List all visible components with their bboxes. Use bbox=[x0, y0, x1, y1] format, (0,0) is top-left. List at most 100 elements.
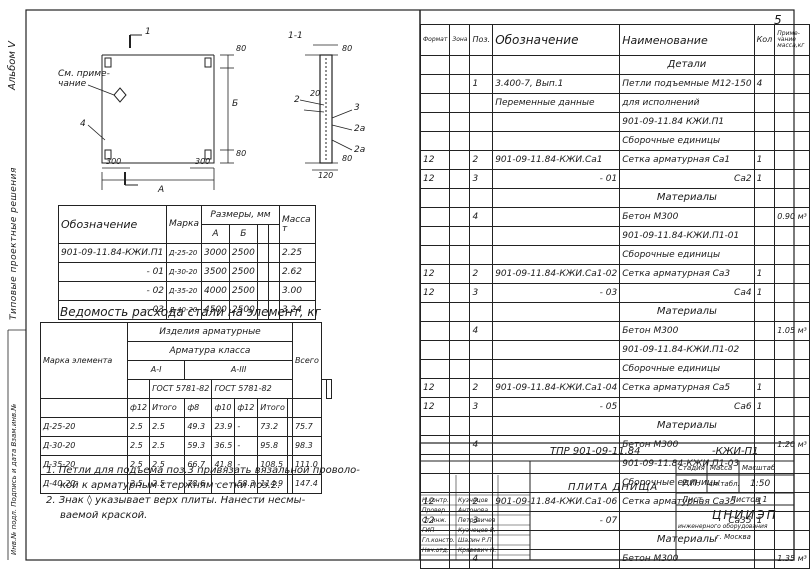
spec-zone-cell bbox=[449, 264, 471, 284]
pos2a-label-1: 2а bbox=[354, 124, 366, 134]
dims-cell: 2500 bbox=[228, 262, 258, 282]
dims-cell: Д-30-20 bbox=[166, 262, 202, 282]
spec-zone-cell bbox=[449, 150, 471, 170]
steel-header-f12b: ф12 bbox=[234, 398, 259, 418]
steel-table: Марка элемента Изделия арматурные Всего … bbox=[40, 322, 333, 494]
spec-note-cell bbox=[774, 359, 810, 379]
spec-note-cell bbox=[774, 55, 810, 75]
steel-cell: 36.5 bbox=[211, 436, 236, 456]
dims-cell: 3000 bbox=[201, 243, 230, 263]
steel-cell: 75.7 bbox=[291, 417, 322, 437]
spec-name-cell: Са6 bbox=[619, 397, 755, 417]
org-name: ЦНИИЭП bbox=[712, 508, 778, 522]
doc-suffix: -КЖИ-П1 bbox=[712, 446, 759, 457]
spec-name-cell: Сетка арматурная Са5 bbox=[619, 378, 755, 398]
spec-pos-cell bbox=[469, 55, 494, 75]
spec-name-cell: для исполнений bbox=[619, 93, 755, 113]
dims-header-designation: Обозначение bbox=[57, 205, 168, 244]
scale-value: 1:50 bbox=[750, 479, 771, 489]
spec-pos-cell: 3 bbox=[469, 169, 494, 189]
spec-note-cell bbox=[774, 397, 810, 417]
spec-format-cell bbox=[419, 74, 451, 94]
dims-cell: Д-35-20 bbox=[166, 281, 202, 301]
spec-designation-cell: Переменные данные bbox=[492, 93, 621, 113]
signer-role: Ст.инж. bbox=[422, 517, 447, 524]
page-number: 5 bbox=[774, 13, 782, 27]
doc-code: ТПР 901-09-11.84 bbox=[550, 446, 641, 457]
spec-zone-cell bbox=[449, 397, 471, 417]
spec-pos-cell bbox=[469, 416, 494, 436]
spec-name-cell: Сборочные единицы bbox=[619, 359, 755, 379]
spec-designation-cell bbox=[492, 245, 621, 265]
dims-cell: 3.24 bbox=[278, 300, 317, 320]
spec-designation-cell bbox=[492, 302, 621, 322]
table-row: - 02 Д-35-20 4000 2500 3.00 bbox=[57, 281, 317, 301]
spec-zone-cell bbox=[449, 169, 471, 189]
spec-pos-cell bbox=[469, 340, 494, 360]
spec-qty-cell bbox=[753, 55, 776, 75]
spec-designation-cell: - 01 bbox=[492, 169, 621, 189]
spec-qty-cell: 4 bbox=[753, 74, 776, 94]
steel-cell: 2.5 bbox=[149, 417, 186, 437]
spec-zone-cell bbox=[449, 131, 471, 151]
dim-120: 120 bbox=[318, 171, 334, 180]
spec-designation-cell bbox=[492, 226, 621, 246]
dims-cell: 2.25 bbox=[278, 243, 317, 263]
steel-cell: - bbox=[234, 436, 259, 456]
spec-designation-cell bbox=[492, 131, 621, 151]
dims-cell: Д-40-20 bbox=[166, 300, 202, 320]
dims-header-mass: Масса т bbox=[278, 205, 317, 244]
table-row: Сборочные единицы bbox=[419, 131, 810, 151]
dims-cell: 2500 bbox=[228, 281, 258, 301]
table-row: Материалы bbox=[419, 188, 810, 208]
spec-note-cell bbox=[774, 112, 810, 132]
title-block: ТПР 901-09-11.84 -КЖИ-П1 ПЛИТА ДНИЩА Ста… bbox=[419, 442, 795, 561]
stage-value: Р.П. bbox=[682, 479, 700, 489]
spec-designation-cell: - 03 bbox=[492, 283, 621, 303]
spec-note-cell bbox=[774, 226, 810, 246]
spec-note-cell bbox=[774, 131, 810, 151]
spec-pos-cell: 2 bbox=[469, 264, 494, 284]
steel-header-itogo2: Итого bbox=[257, 398, 288, 418]
spec-name-cell: Материалы bbox=[619, 302, 755, 322]
table-row: - 01 Д-30-20 3500 2500 2.62 bbox=[57, 262, 317, 282]
table-row: Сборочные единицы bbox=[419, 359, 810, 379]
mass-value: см.табл. bbox=[709, 480, 740, 488]
table-row: 901-09-11.84-КЖИ.П1-02 bbox=[419, 340, 810, 360]
spec-zone-cell bbox=[449, 283, 471, 303]
spec-zone-cell bbox=[449, 416, 471, 436]
spec-note-cell: 1.35 м³ bbox=[774, 549, 810, 569]
spec-qty-cell bbox=[753, 340, 776, 360]
dim-80-top: 80 bbox=[236, 44, 247, 53]
spec-zone-cell bbox=[449, 359, 471, 379]
steel-cell: 2.5 bbox=[126, 436, 151, 456]
spec-pos-cell: 1 bbox=[469, 74, 494, 94]
spec-format-cell bbox=[419, 340, 451, 360]
spec-zone-cell bbox=[449, 226, 471, 246]
spec-note-cell bbox=[774, 283, 810, 303]
spec-header-qty: Кол bbox=[753, 24, 776, 56]
dims-cell: 2500 bbox=[228, 243, 258, 263]
spec-note-cell bbox=[774, 245, 810, 265]
spec-format-cell bbox=[419, 321, 451, 341]
spec-note-cell bbox=[774, 264, 810, 284]
signer-name: Шалин Р.П. bbox=[458, 537, 494, 544]
spec-designation-cell: 901-09-11.84-КЖИ.Са1-04 bbox=[492, 378, 621, 398]
steel-header-itogo1: Итого bbox=[149, 398, 186, 418]
spec-pos-cell bbox=[469, 245, 494, 265]
note-line: кой к арматурным стержням сетки поз.2. bbox=[60, 480, 281, 491]
spec-note-cell bbox=[774, 169, 810, 189]
dimensions-table: Обозначение Марка Размеры, мм Масса т А … bbox=[57, 205, 317, 320]
spec-pos-cell bbox=[469, 302, 494, 322]
steel-header-mark: Марка элемента bbox=[40, 322, 128, 399]
signer-role: ГИП bbox=[422, 527, 435, 534]
spec-pos-cell: 3 bbox=[469, 283, 494, 303]
table-row: Д-35-20 2.5 2.5 66.7 41.8 - 108.5 111.0 bbox=[40, 455, 332, 475]
spec-designation-cell bbox=[492, 340, 621, 360]
note-line: ваемой краской. bbox=[60, 510, 148, 521]
